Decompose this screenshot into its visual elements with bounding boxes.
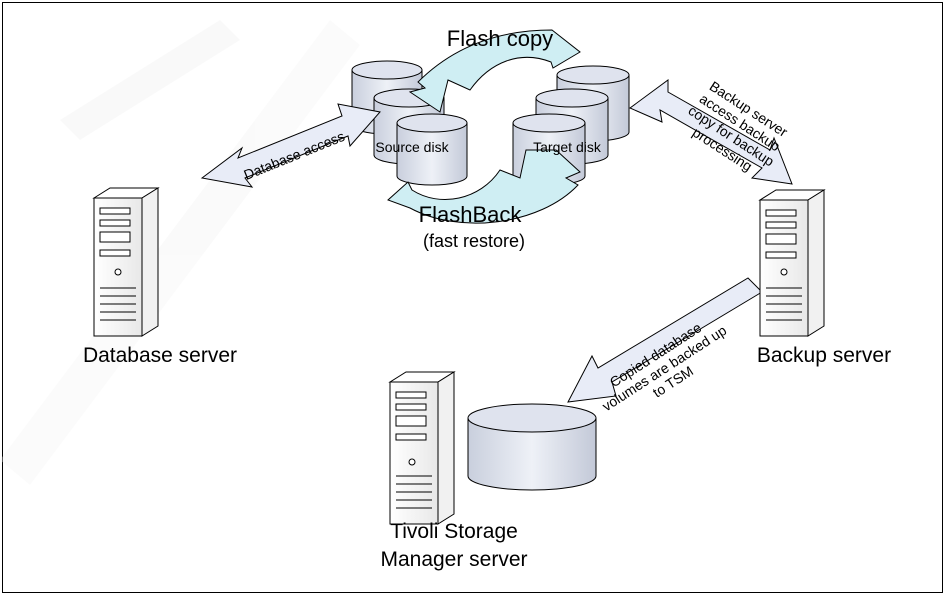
flash-copy-arrow bbox=[408, 29, 581, 113]
source-disk-label: Source disk bbox=[375, 139, 449, 155]
backup-server-icon bbox=[758, 189, 826, 337]
flashback-arrow bbox=[387, 149, 581, 224]
tsm-storage-disk bbox=[467, 403, 597, 491]
tsm-server-icon bbox=[388, 371, 456, 525]
source-disk-front bbox=[396, 113, 468, 186]
database-server-icon bbox=[92, 187, 160, 337]
database-access-arrow bbox=[200, 103, 381, 188]
tsm-server-label-line2: Manager server bbox=[380, 548, 527, 571]
flashback-label: FlashBack bbox=[419, 202, 523, 227]
flash-copy-label: Flash copy bbox=[447, 26, 553, 51]
fast-restore-label: (fast restore) bbox=[423, 231, 525, 251]
tsm-server-label-line1: Tivoli Storage bbox=[390, 520, 518, 543]
target-disk-label: Target disk bbox=[533, 139, 602, 155]
database-server-label: Database server bbox=[83, 344, 237, 367]
watermark bbox=[0, 20, 360, 485]
copied-database-arrow bbox=[567, 277, 763, 403]
target-disk-stack bbox=[512, 65, 630, 186]
backup-access-arrow bbox=[629, 79, 793, 185]
backup-server-label: Backup server bbox=[757, 344, 891, 367]
